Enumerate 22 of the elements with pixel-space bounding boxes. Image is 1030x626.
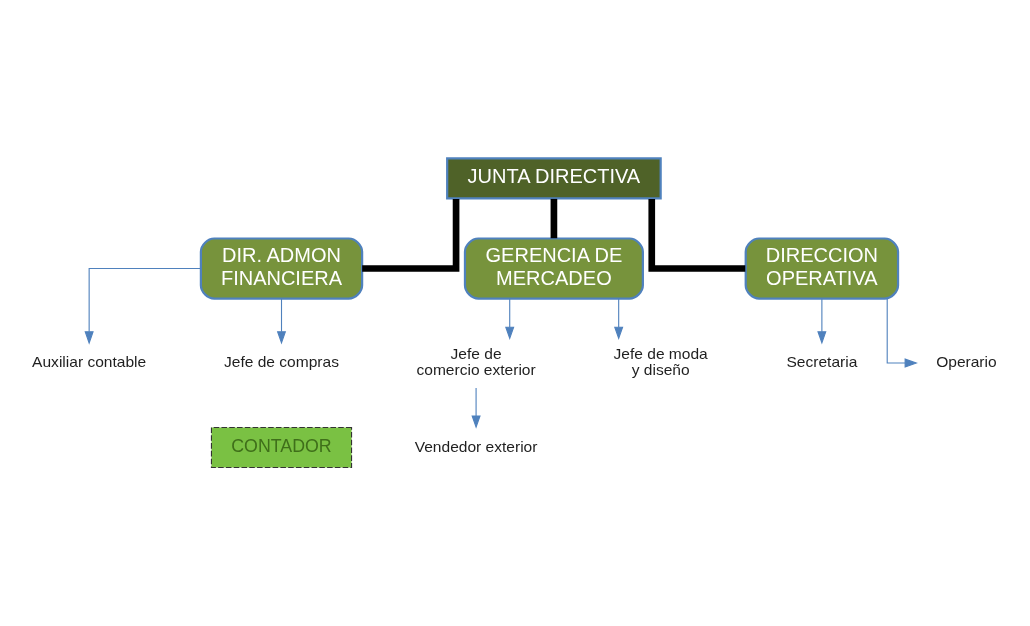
arrow	[276, 298, 287, 345]
node-text: Jefe de compras	[224, 353, 339, 371]
connector	[362, 198, 460, 272]
node-box: DIR. ADMON FINANCIERA	[199, 237, 364, 300]
node-box: GERENCIA DE MERCADEO	[463, 237, 644, 300]
node-box: JUNTA DIRECTIVA	[446, 157, 662, 200]
arrow	[614, 298, 624, 341]
arrow	[471, 387, 481, 429]
node-text: Secretaria	[786, 353, 858, 371]
arrow	[817, 298, 827, 345]
arrow	[886, 298, 918, 368]
node-text: Operario	[936, 353, 997, 371]
arrow	[505, 298, 515, 341]
node-text: Vendedor exterior	[414, 437, 538, 455]
connector	[648, 198, 746, 272]
connector	[550, 198, 558, 239]
node-box: CONTADOR	[210, 426, 353, 469]
node-text: Jefe de comercio exterior	[416, 344, 536, 379]
arrow	[84, 267, 202, 345]
node-text: Auxiliar contable	[32, 353, 147, 371]
node-text: Jefe de moda y diseño	[613, 344, 708, 379]
node-box: DIRECCION OPERATIVA	[744, 237, 900, 300]
